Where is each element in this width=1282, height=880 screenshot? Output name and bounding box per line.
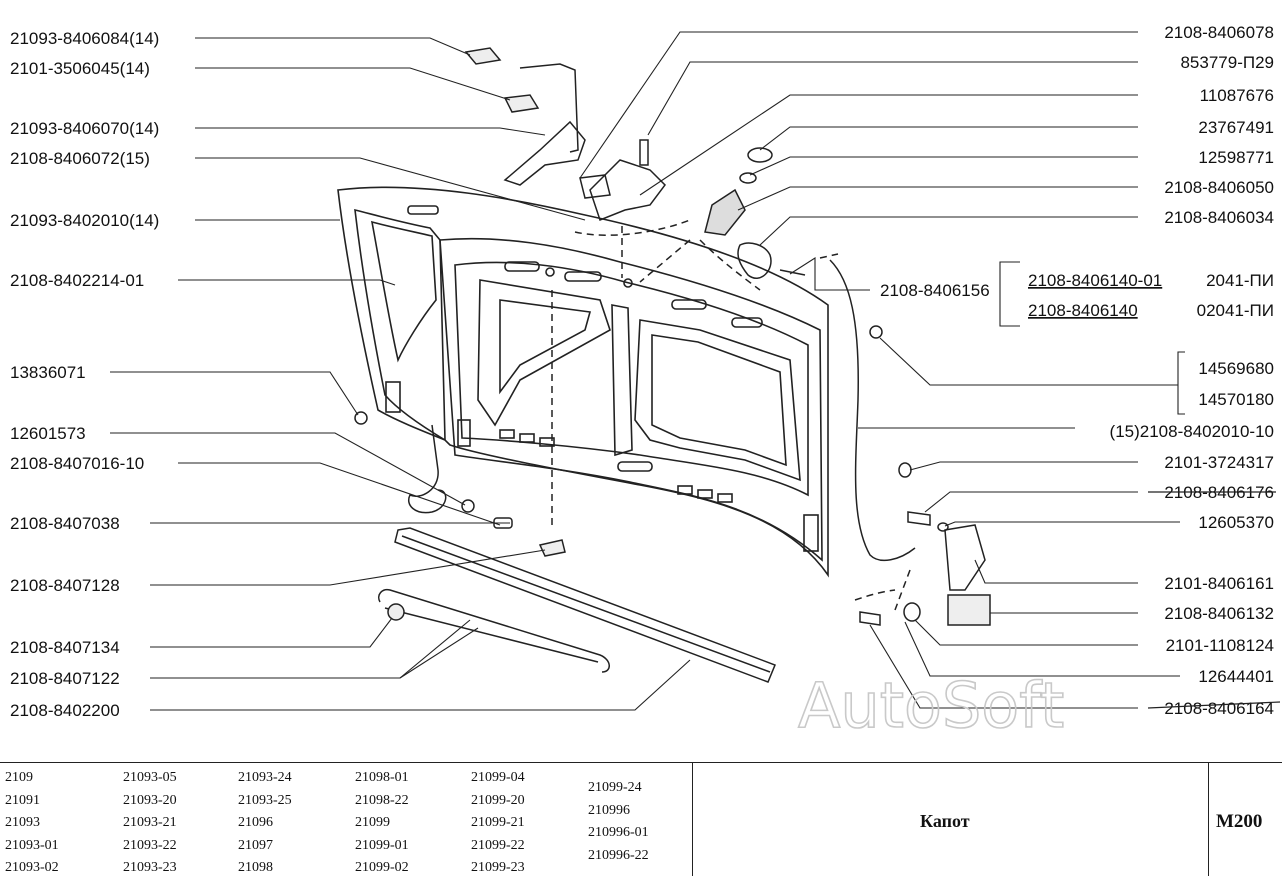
title-block: 2109 21091 21093 21093-01 21093-02 21093… [0, 762, 1282, 876]
model-code: 21093-02 [5, 860, 59, 875]
model-code: 21098 [238, 860, 273, 875]
part-label: 853779-П29 [1180, 53, 1274, 72]
part-label: 2101-8406161 [1164, 574, 1274, 593]
model-code: 21096 [238, 815, 273, 830]
model-code: 21093-25 [238, 792, 292, 808]
part-label: (15)2108-8402010-10 [1110, 422, 1274, 441]
part-label: 21093-8402010(14) [10, 211, 159, 230]
part-label: 2101-1108124 [1166, 636, 1274, 655]
part-label: 14570180 [1198, 390, 1274, 409]
part-label: 2108-8406140-01 [1028, 271, 1162, 290]
part-label: 2108-8406078 [1164, 23, 1274, 42]
part-label: 2108-8406132 [1164, 604, 1274, 623]
part-label: 11087676 [1200, 86, 1274, 105]
part-label: 2108-8407134 [10, 638, 120, 657]
part-label: 12598771 [1198, 148, 1274, 167]
model-code: 21093-20 [123, 792, 177, 808]
divider [1208, 763, 1209, 876]
model-column: 2109 21091 21093 21093-01 21093-02 [5, 767, 59, 880]
part-label: 02041-ПИ [1197, 301, 1274, 320]
strike-lines [1147, 491, 1281, 709]
model-code: 21097 [238, 837, 273, 853]
watermark: AutoSoft [798, 669, 1064, 742]
model-column: 21099-04 21099-20 21099-21 21099-22 2109… [471, 767, 525, 880]
model-code: 21093-01 [5, 837, 59, 853]
model-code: 21099-21 [471, 815, 525, 830]
part-label: 21093-8406084(14) [10, 29, 159, 48]
model-code: 21093-23 [123, 860, 177, 875]
part-label: 12605370 [1198, 513, 1274, 532]
part-label: 2108-8407128 [10, 576, 120, 595]
model-code: 2109 [5, 770, 33, 785]
model-code: 21098-22 [355, 792, 409, 808]
model-code: 21099-24 [588, 780, 642, 795]
latch-parts [354, 47, 883, 425]
model-code: 21093-24 [238, 770, 292, 785]
page-code: M200 [1216, 811, 1263, 832]
part-label: 2041-ПИ [1206, 271, 1274, 290]
leader-lines [110, 31, 1185, 711]
model-code: 210996-01 [588, 825, 649, 840]
model-code: 21099-20 [471, 792, 525, 808]
hood-panel [337, 186, 829, 578]
model-column: 21093-24 21093-25 21096 21097 21098 [238, 767, 292, 880]
model-code: 210996-22 [588, 847, 649, 863]
part-label: 2108-8406050 [1164, 178, 1274, 197]
model-code: 210996 [588, 802, 630, 818]
model-code: 21091 [5, 792, 40, 808]
part-label: 2108-8406140 [1028, 301, 1138, 320]
model-code: 21099-22 [471, 837, 525, 853]
parts-diagram: AutoSoft 21093-8406084(14) 2101-3506045(… [10, 23, 1281, 743]
model-code: 21093 [5, 815, 40, 830]
right-labels: 2108-8406078 853779-П29 11087676 2376749… [880, 23, 1274, 718]
model-code: 21099-02 [355, 860, 409, 875]
part-label: 2108-8407016-10 [10, 454, 144, 473]
model-code: 21093-05 [123, 770, 177, 785]
part-label: 21093-8406070(14) [10, 119, 159, 138]
part-label: 12601573 [10, 424, 86, 443]
part-label: 2108-8407122 [10, 669, 120, 688]
model-code: 21093-21 [123, 815, 177, 830]
part-label: 14569680 [1198, 359, 1274, 378]
page-title: Капот [920, 811, 970, 831]
divider [692, 763, 693, 876]
part-label: 2108-8406164 [1164, 699, 1274, 718]
model-code: 21099-23 [471, 860, 525, 875]
model-column: 21099-24 210996 210996-01 210996-22 [588, 777, 649, 867]
part-label: 2108-8406156 [880, 281, 990, 300]
part-label: 2108-8407038 [10, 514, 120, 533]
model-code: 21099-01 [355, 837, 409, 853]
model-code: 21093-22 [123, 837, 177, 853]
model-column: 21098-01 21098-22 21099 21099-01 21099-0… [355, 767, 409, 880]
model-column: 21093-05 21093-20 21093-21 21093-22 2109… [123, 767, 177, 880]
part-label: 2101-3506045(14) [10, 59, 150, 78]
part-label: 2101-3724317 [1164, 453, 1274, 472]
part-label: 2108-8402200 [10, 701, 120, 720]
model-code: 21099-04 [471, 770, 525, 785]
model-code: 21099 [355, 815, 390, 830]
part-label: 2108-8406034 [1164, 208, 1274, 227]
part-label: 12644401 [1198, 667, 1274, 686]
part-label: 13836071 [10, 363, 86, 382]
assembly-arrows [551, 219, 911, 611]
part-label: 2108-8402214-01 [10, 271, 144, 290]
model-code: 21098-01 [355, 770, 409, 785]
part-label: 2108-8406072(15) [10, 149, 150, 168]
part-label: 23767491 [1198, 118, 1274, 137]
left-labels: 21093-8406084(14) 2101-3506045(14) 21093… [10, 29, 159, 720]
hood-prop-and-seal [378, 259, 991, 683]
